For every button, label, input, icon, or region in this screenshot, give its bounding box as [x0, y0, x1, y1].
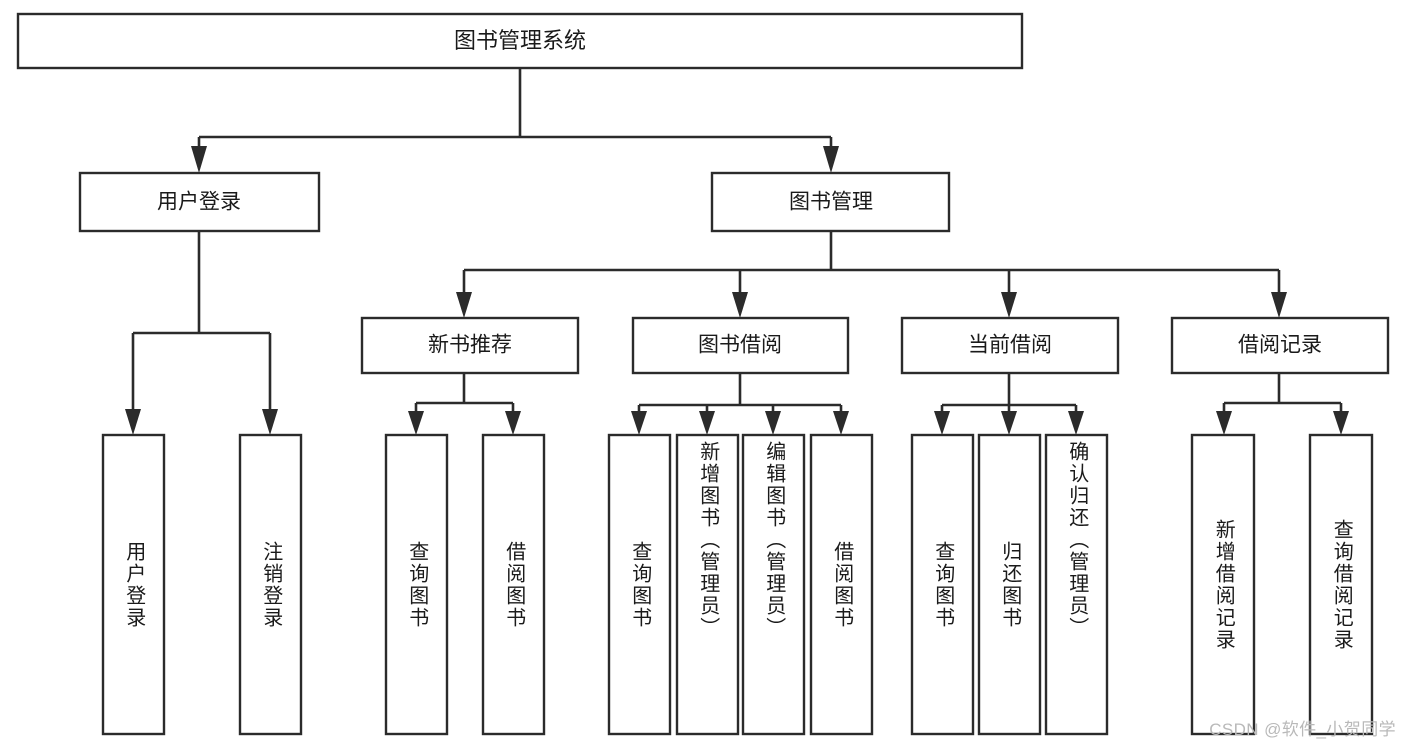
- leaf-box-user-login[interactable]: [101, 433, 166, 736]
- node-book-borrow[interactable]: 图书借阅: [631, 316, 850, 375]
- leaf-box-query-book-c[interactable]: [910, 433, 975, 736]
- leaf-box-logout[interactable]: [238, 433, 303, 736]
- node-new-book-recommend[interactable]: 新书推荐: [360, 316, 580, 375]
- arrow-to-leaf-return-book: [1001, 411, 1017, 435]
- node-user-login[interactable]: 用户登录: [78, 171, 321, 233]
- arrow-to-leaf-query-book-a: [408, 411, 424, 435]
- leaf-box-edit-book[interactable]: [741, 433, 806, 736]
- node-book-management-label: 图书管理: [789, 191, 873, 214]
- leaf-box-add-record[interactable]: [1190, 433, 1256, 736]
- leaf-box-borrow-book-a[interactable]: [481, 433, 546, 736]
- arrow-to-leaf-add-book: [699, 411, 715, 435]
- watermark-text: CSDN @软件_小贺同学: [1209, 720, 1396, 739]
- arrow-to-leaf-borrow-book-b: [833, 411, 849, 435]
- edges-layer: [125, 68, 1349, 435]
- arrow-to-leaf-user-login: [125, 409, 141, 435]
- arrow-to-leaf-logout: [262, 409, 278, 435]
- arrow-to-leaf-query-book-c: [934, 411, 950, 435]
- leaf-box-confirm-return[interactable]: [1044, 433, 1109, 736]
- leaf-box-query-record[interactable]: [1308, 433, 1374, 736]
- node-book-management[interactable]: 图书管理: [710, 171, 951, 233]
- leaf-box-borrow-book-b[interactable]: [809, 433, 874, 736]
- node-current-borrow[interactable]: 当前借阅: [900, 316, 1120, 375]
- arrow-to-book-management: [823, 146, 839, 173]
- node-root-label: 图书管理系统: [454, 28, 586, 53]
- node-current-borrow-label: 当前借阅: [968, 334, 1052, 357]
- node-borrow-records-label: 借阅记录: [1238, 334, 1322, 357]
- arrow-to-new-book-recommend: [456, 292, 472, 318]
- node-book-borrow-label: 图书借阅: [698, 334, 782, 357]
- arrow-to-user-login: [191, 146, 207, 173]
- arrow-to-book-borrow: [732, 292, 748, 318]
- node-borrow-records[interactable]: 借阅记录: [1170, 316, 1390, 375]
- node-user-login-label: 用户登录: [157, 191, 241, 214]
- arrow-to-leaf-confirm-return: [1068, 411, 1084, 435]
- leaf-box-add-book[interactable]: [675, 433, 740, 736]
- nodes-layer: 图书管理系统 用户登录 图书管理 新书推荐 图书借阅 当前: [16, 12, 1390, 736]
- arrow-to-current-borrow: [1001, 292, 1017, 318]
- arrow-to-borrow-records: [1271, 292, 1287, 318]
- leaf-box-query-book-a[interactable]: [384, 433, 449, 736]
- arrow-to-leaf-query-record: [1333, 411, 1349, 435]
- leaf-box-return-book[interactable]: [977, 433, 1042, 736]
- node-new-book-recommend-label: 新书推荐: [428, 334, 512, 357]
- arrow-to-leaf-query-book-b: [631, 411, 647, 435]
- arrow-to-leaf-edit-book: [765, 411, 781, 435]
- leaf-box-query-book-b[interactable]: [607, 433, 672, 736]
- arrow-to-leaf-borrow-book-a: [505, 411, 521, 435]
- arrow-to-leaf-add-record: [1216, 411, 1232, 435]
- node-root[interactable]: 图书管理系统: [16, 12, 1024, 70]
